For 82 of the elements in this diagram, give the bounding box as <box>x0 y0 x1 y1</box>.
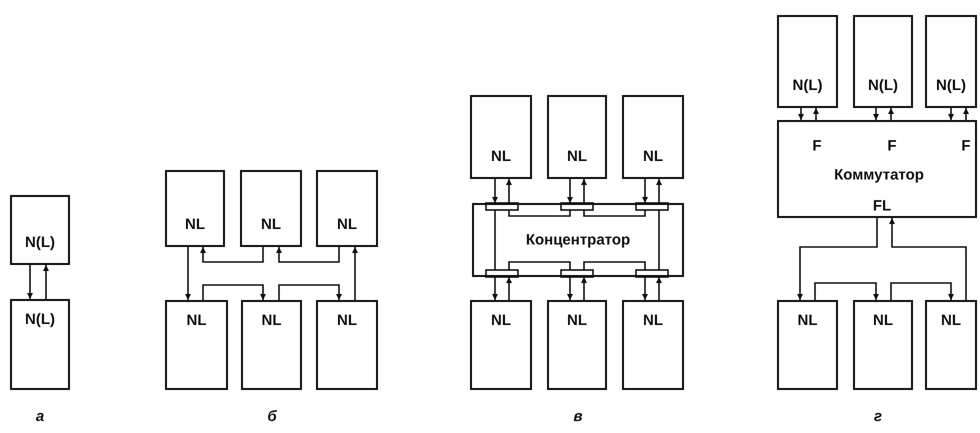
node-label: Концентратор <box>524 232 632 248</box>
arrow <box>798 108 804 120</box>
arrow <box>581 179 587 203</box>
node-box <box>925 300 977 390</box>
arrow <box>642 277 648 300</box>
node-box <box>622 300 684 390</box>
node-box <box>622 95 684 179</box>
node-label: NL <box>796 312 818 329</box>
node-label: NL <box>260 216 282 233</box>
arrow <box>27 265 33 299</box>
node-label: NL <box>872 312 894 329</box>
node-box <box>777 300 838 390</box>
arrow <box>873 108 879 120</box>
node-box <box>316 300 378 390</box>
node-box <box>10 195 70 265</box>
panel-label: в <box>573 408 583 425</box>
port-label: F <box>961 138 971 154</box>
node-box <box>777 15 838 108</box>
arrow <box>581 277 587 300</box>
arrow <box>948 108 954 120</box>
node-box <box>925 15 977 108</box>
arrow <box>43 265 49 299</box>
node-box <box>165 170 225 247</box>
port-label: FL <box>872 198 892 214</box>
concentrator-box <box>472 203 684 277</box>
node-label: NL <box>642 312 664 329</box>
arrow <box>656 179 662 203</box>
node-box <box>547 300 607 390</box>
node-box <box>853 300 913 390</box>
arrow <box>642 179 648 203</box>
node-box <box>547 95 607 179</box>
arrow <box>567 179 573 203</box>
arrow <box>276 247 340 263</box>
node-label: NL <box>336 312 358 329</box>
node-label: NL <box>642 148 664 165</box>
node-label: NL <box>566 312 588 329</box>
node-label: N(L) <box>24 311 56 328</box>
panel-label: а <box>36 408 44 425</box>
node-label: N(L) <box>935 77 967 94</box>
node-box <box>470 300 532 390</box>
arrow <box>200 247 264 263</box>
node-box <box>10 299 70 390</box>
node-label: NL <box>566 148 588 165</box>
node-box <box>316 170 378 247</box>
node-label: NL <box>186 312 208 329</box>
arrow <box>185 247 191 300</box>
arrow <box>278 284 342 300</box>
arrow <box>567 277 573 300</box>
panel-label: б <box>267 408 277 425</box>
node-label: NL <box>184 216 206 233</box>
node-label: NL <box>490 148 512 165</box>
arrow <box>813 108 819 120</box>
node-box <box>241 300 302 390</box>
arrow <box>492 179 498 203</box>
switch-box <box>777 120 977 218</box>
node-title: Коммутатор <box>834 166 924 184</box>
arrow <box>656 277 662 300</box>
arrow <box>814 282 879 300</box>
arrow <box>506 179 512 203</box>
node-label: NL <box>940 312 962 329</box>
arrow <box>797 218 878 300</box>
arrow <box>889 218 967 300</box>
node-label: N(L) <box>24 234 56 251</box>
node-box <box>470 95 532 179</box>
node-box <box>165 300 228 390</box>
panel-label: г <box>874 408 882 425</box>
port-label: F <box>812 138 822 154</box>
node-box <box>853 15 913 108</box>
arrow <box>888 108 894 120</box>
arrow <box>492 277 498 300</box>
arrow <box>963 108 969 120</box>
node-label: N(L) <box>792 77 824 94</box>
port-label: F <box>887 138 897 154</box>
arrow <box>352 247 358 300</box>
node-label: NL <box>260 312 282 329</box>
node-box <box>240 170 302 247</box>
node-label: NL <box>336 216 358 233</box>
arrow <box>890 282 954 300</box>
node-label: N(L) <box>867 77 899 94</box>
arrow <box>506 277 512 300</box>
node-label: NL <box>490 312 512 329</box>
arrow <box>202 284 266 300</box>
